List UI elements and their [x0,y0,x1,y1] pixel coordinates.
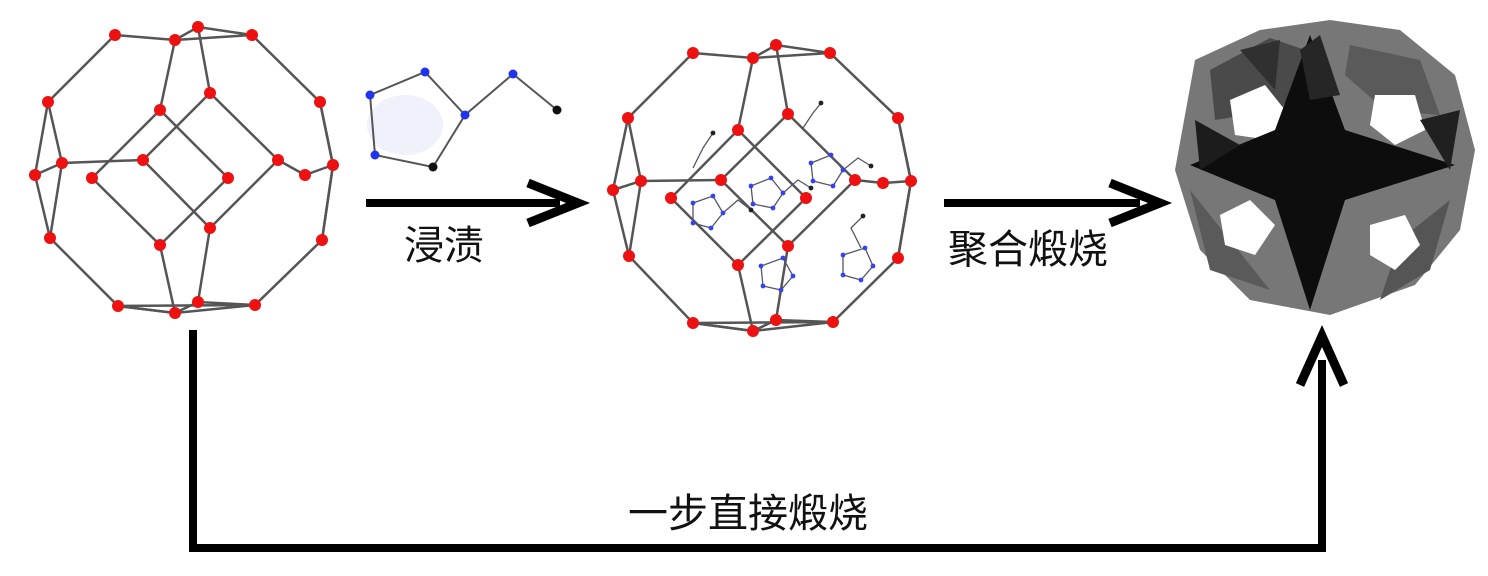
direct-calcine-label: 一步直接煅烧 [628,494,868,534]
polymerize-arrow [944,183,1160,223]
impregnation-label: 浸渍 [404,226,484,266]
carbon-product-polyhedron [1175,20,1475,315]
impregnation-arrow [366,183,578,223]
polymerize-calcine-label: 聚合煅烧 [948,230,1108,270]
framework-cage-impregnated [607,39,917,337]
framework-cage-empty [29,21,339,319]
monomer-molecule [366,68,562,172]
